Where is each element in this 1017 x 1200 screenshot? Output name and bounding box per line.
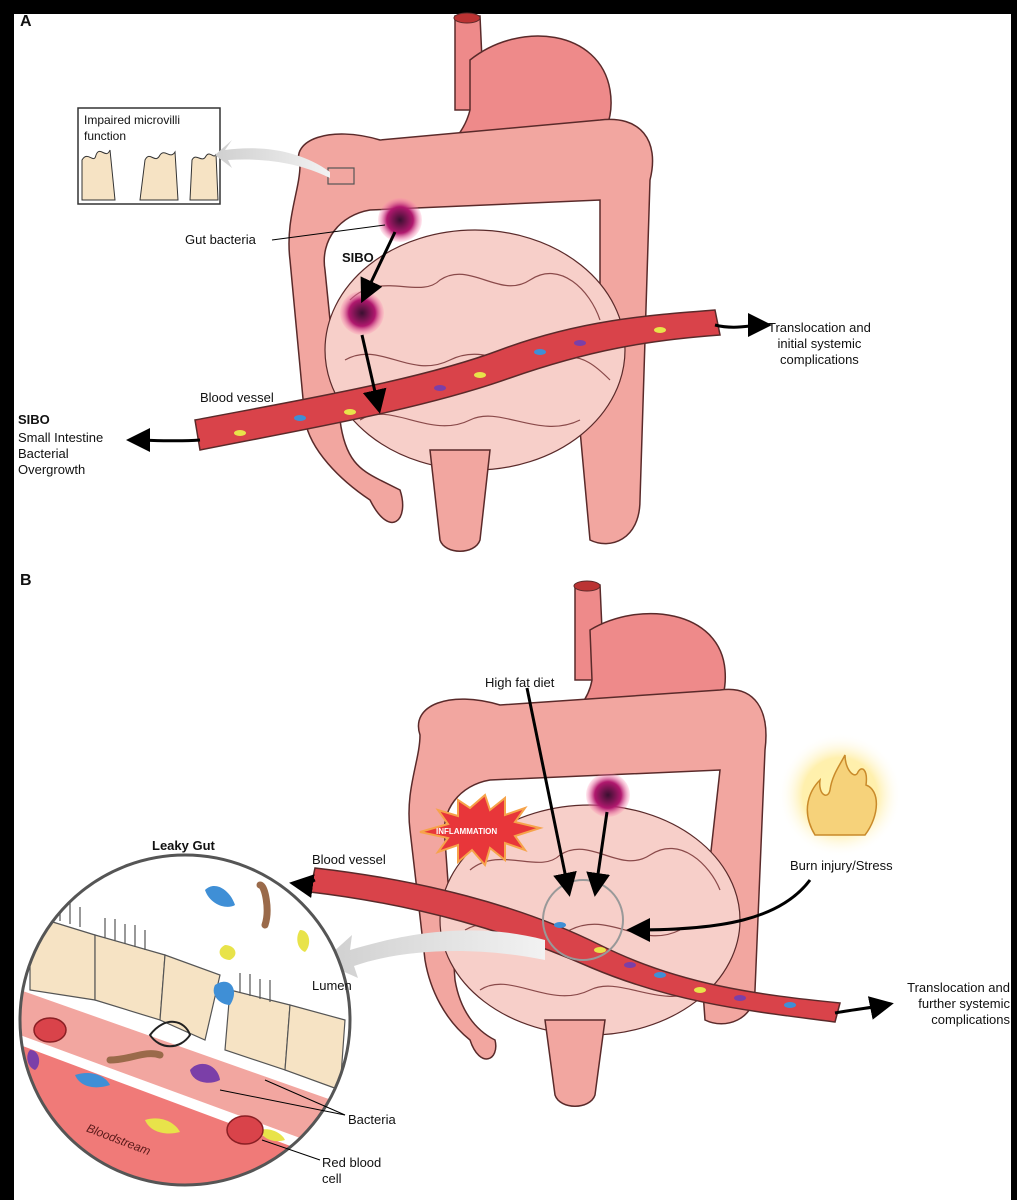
- bacteria-b: [554, 922, 796, 1008]
- zoom-arrow: [322, 930, 545, 978]
- translocation-label-a: Translocation and initial systemic compl…: [768, 320, 871, 367]
- sibo-label: SIBO: [342, 250, 374, 265]
- rectum: [429, 449, 491, 552]
- translocation-arrow-right: [714, 313, 772, 338]
- bacteria-leader-2: [219, 1089, 346, 1116]
- bacteria-hotspot-b: [586, 773, 630, 817]
- translocation-arrow-down: [360, 334, 387, 414]
- sibo-definition: Small Intestine Bacterial Overgrowth: [18, 430, 104, 477]
- panel-a: [77, 12, 772, 552]
- lumen-label: Lumen: [312, 978, 352, 993]
- bacteria-hotspot-1: [378, 198, 422, 242]
- sibo-arrow: [360, 231, 397, 304]
- bacteria-label: Bacteria: [348, 1112, 396, 1127]
- impaired-microvilli-label: Impaired microvilli function: [84, 113, 181, 143]
- panel-b: [18, 580, 902, 1187]
- high-fat-diet-label: High fat diet: [485, 675, 555, 690]
- gut-bacteria-label: Gut bacteria: [185, 232, 256, 247]
- zoom-circle-border: [18, 853, 352, 1187]
- esophagus-opening-b: [573, 580, 601, 592]
- translocation-arrow-b: [834, 996, 894, 1020]
- gut-bacteria-leader: [271, 224, 386, 241]
- inset-arrow: [215, 140, 330, 178]
- blood-vessel-label-b: Blood vessel: [312, 852, 386, 867]
- rbc-leader: [261, 1139, 321, 1161]
- vessel-out-arrow: [289, 874, 316, 898]
- inflammation-label: INFLAMMATION: [436, 827, 498, 836]
- bacteria-crossing: [148, 1020, 192, 1048]
- microvilli-drawing: [81, 149, 219, 201]
- leaky-gut-label: Leaky Gut: [152, 838, 215, 853]
- bacteria-a: [234, 327, 666, 436]
- high-fat-arrow: [525, 687, 577, 897]
- zoom-source-circle: [542, 879, 624, 961]
- red-blood-cell-label: Red blood cell: [322, 1155, 382, 1186]
- bacteria-hotspot-2: [340, 291, 384, 335]
- epithelial-cells: [29, 914, 346, 1091]
- translocation-label-b: Translocation and further systemic compl…: [907, 980, 1010, 1027]
- sibo-def-arrow: [126, 428, 201, 453]
- panel-b-letter: B: [20, 572, 32, 589]
- burn-arrow: [626, 879, 812, 942]
- sibo-definition-title: SIBO: [18, 412, 50, 427]
- hotspot-arrow-b: [586, 811, 611, 897]
- leaky-gut-zoom: [18, 853, 352, 1187]
- inflammation-burst: [419, 793, 544, 868]
- bacteria-leader-1: [264, 1079, 346, 1116]
- panel-a-letter: A: [20, 13, 32, 30]
- blood-vessel-a: [194, 309, 721, 451]
- blood-vessel-b: [309, 867, 841, 1023]
- esophagus-opening: [453, 12, 481, 24]
- flame-icon: [806, 754, 878, 836]
- large-intestine: [288, 118, 654, 545]
- rectum-b: [544, 1019, 606, 1107]
- bacteria-zoom: [27, 881, 310, 1142]
- burn-injury-label: Burn injury/Stress: [790, 858, 893, 873]
- blood-vessel-label-a: Blood vessel: [200, 390, 274, 405]
